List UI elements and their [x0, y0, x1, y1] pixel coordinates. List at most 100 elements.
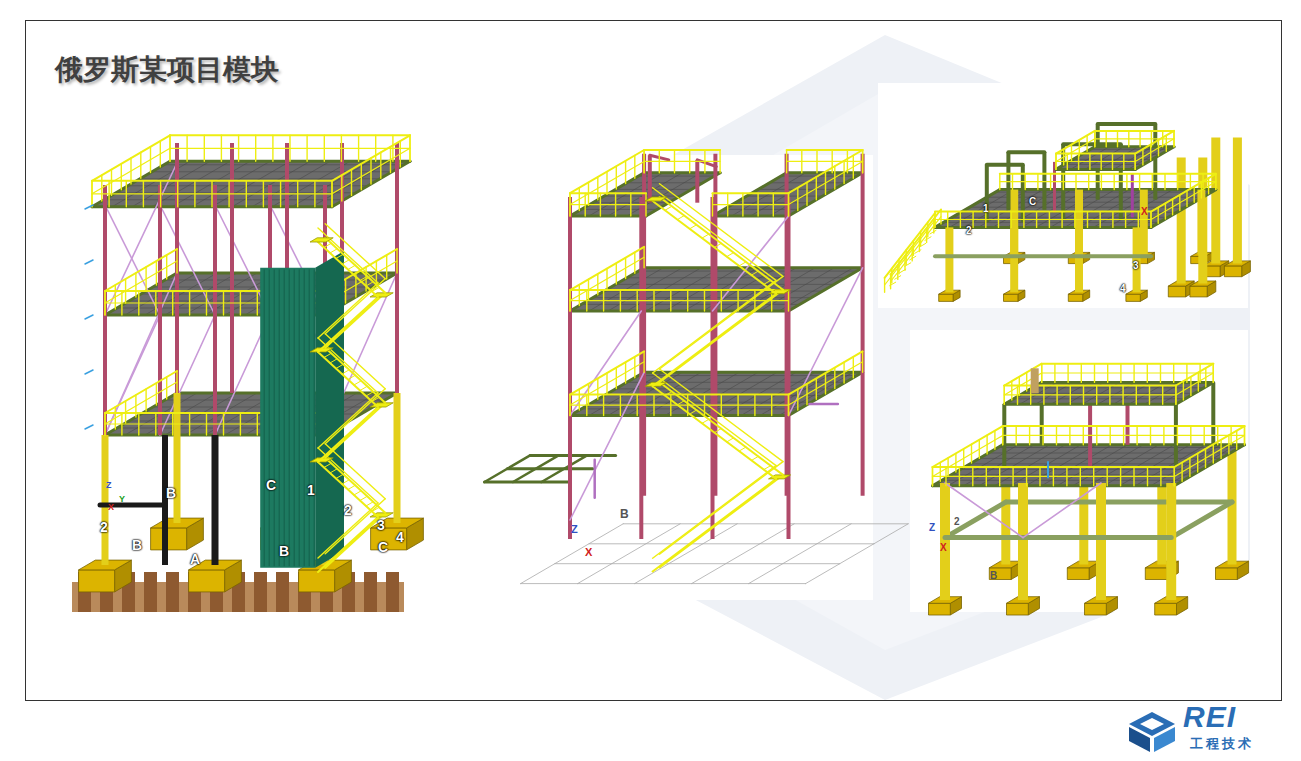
mid-rail [644, 161, 720, 162]
deck-grid [944, 222, 1160, 223]
handrail [1003, 425, 1245, 427]
deck-grid [616, 284, 835, 285]
foundation-front [151, 528, 187, 550]
cladding-rib [284, 270, 285, 566]
deck-grid [104, 199, 344, 200]
foundation-front [1068, 294, 1082, 301]
mid-rail [170, 148, 410, 149]
tag-tick [85, 370, 93, 374]
handrail [1151, 174, 1216, 212]
mid-rail [332, 148, 410, 194]
stair-tread [920, 243, 926, 247]
stair-tread [366, 282, 373, 286]
deck-grid [952, 217, 1168, 218]
stair-tread [714, 243, 721, 247]
stair-handrail [653, 188, 777, 281]
handrail [1000, 173, 1216, 175]
deck-grid [1073, 445, 1143, 486]
logo-subtitle: 工程技术 [1190, 737, 1254, 750]
column [945, 227, 953, 292]
deck-grid [949, 190, 1014, 228]
stair-stringer [318, 297, 378, 352]
ground-grid [578, 524, 681, 584]
deck-grid [987, 197, 1203, 198]
foundation-front [1224, 266, 1241, 277]
column [861, 154, 865, 496]
stair-handrail [653, 373, 777, 466]
edge-beam [1176, 382, 1213, 404]
mid-rail [1056, 139, 1095, 162]
mid-rail [92, 148, 170, 194]
handrail [787, 149, 863, 151]
image-panel [50, 123, 416, 613]
deck-grid [996, 192, 1212, 193]
column [1211, 137, 1220, 263]
edge-beam [646, 173, 720, 216]
deck-grid [1128, 147, 1167, 170]
handrail [570, 351, 644, 394]
brace [945, 483, 1023, 538]
grid-label: B [132, 538, 142, 552]
foundation-front [1007, 603, 1029, 615]
handrail [170, 134, 410, 136]
mid-rail [570, 300, 789, 301]
brace [713, 216, 789, 311]
stair-tread [677, 216, 684, 220]
stair-tread [905, 263, 911, 267]
image-panel [910, 330, 1248, 612]
stair-tread [665, 206, 672, 210]
pile [276, 572, 289, 612]
stair-handrail [318, 283, 378, 338]
deck-grid [1099, 147, 1138, 170]
stair-stringer [325, 403, 385, 458]
deck-grid [593, 402, 812, 403]
grid-label: Z [929, 523, 935, 533]
stair-tread [354, 271, 361, 275]
deck-grid [1079, 190, 1144, 228]
deck-grid [961, 469, 1203, 470]
handrail [644, 149, 720, 151]
stair-tread [360, 276, 367, 280]
column [158, 185, 162, 435]
pile [166, 572, 179, 612]
column [940, 483, 950, 600]
mid-rail [570, 161, 644, 204]
grid-label: 2 [966, 226, 972, 236]
tie-beam [1006, 500, 1232, 505]
foundation-front [1190, 286, 1207, 297]
stair-tread [330, 469, 337, 473]
image-panel [878, 83, 1248, 308]
deck-grid [116, 192, 356, 193]
logo-wordmark: REI [1183, 702, 1236, 732]
grid-label: 1 [307, 483, 315, 497]
stair-tread [714, 429, 721, 433]
column [394, 393, 401, 523]
cladding-rib [309, 270, 310, 566]
deck-plate [92, 161, 410, 207]
handrail [1004, 385, 1176, 387]
stair-tread [900, 269, 906, 273]
cladding-panel [260, 268, 315, 568]
stair-handrail [318, 393, 378, 448]
stair-tread [372, 287, 379, 291]
foundation-front [371, 528, 407, 550]
deck-grid [627, 277, 846, 278]
deck-grid [1120, 445, 1190, 486]
stair-tread [366, 502, 373, 506]
deck-plate [1056, 147, 1174, 170]
grid-label: X [108, 503, 114, 512]
ground-grid [521, 583, 806, 584]
grid-label: B [166, 486, 176, 500]
column [648, 155, 652, 203]
foundation-front [1216, 568, 1238, 580]
deck-grid [627, 182, 703, 183]
stair-tread [895, 276, 901, 280]
grid-label: 4 [396, 530, 404, 544]
stair-handrail [325, 389, 385, 444]
column [1096, 483, 1106, 600]
cladding-rib [289, 270, 290, 566]
handrail [105, 249, 177, 291]
deck-grid [1065, 164, 1144, 165]
deck-grid [1135, 445, 1205, 486]
foundation-front [1085, 603, 1107, 615]
